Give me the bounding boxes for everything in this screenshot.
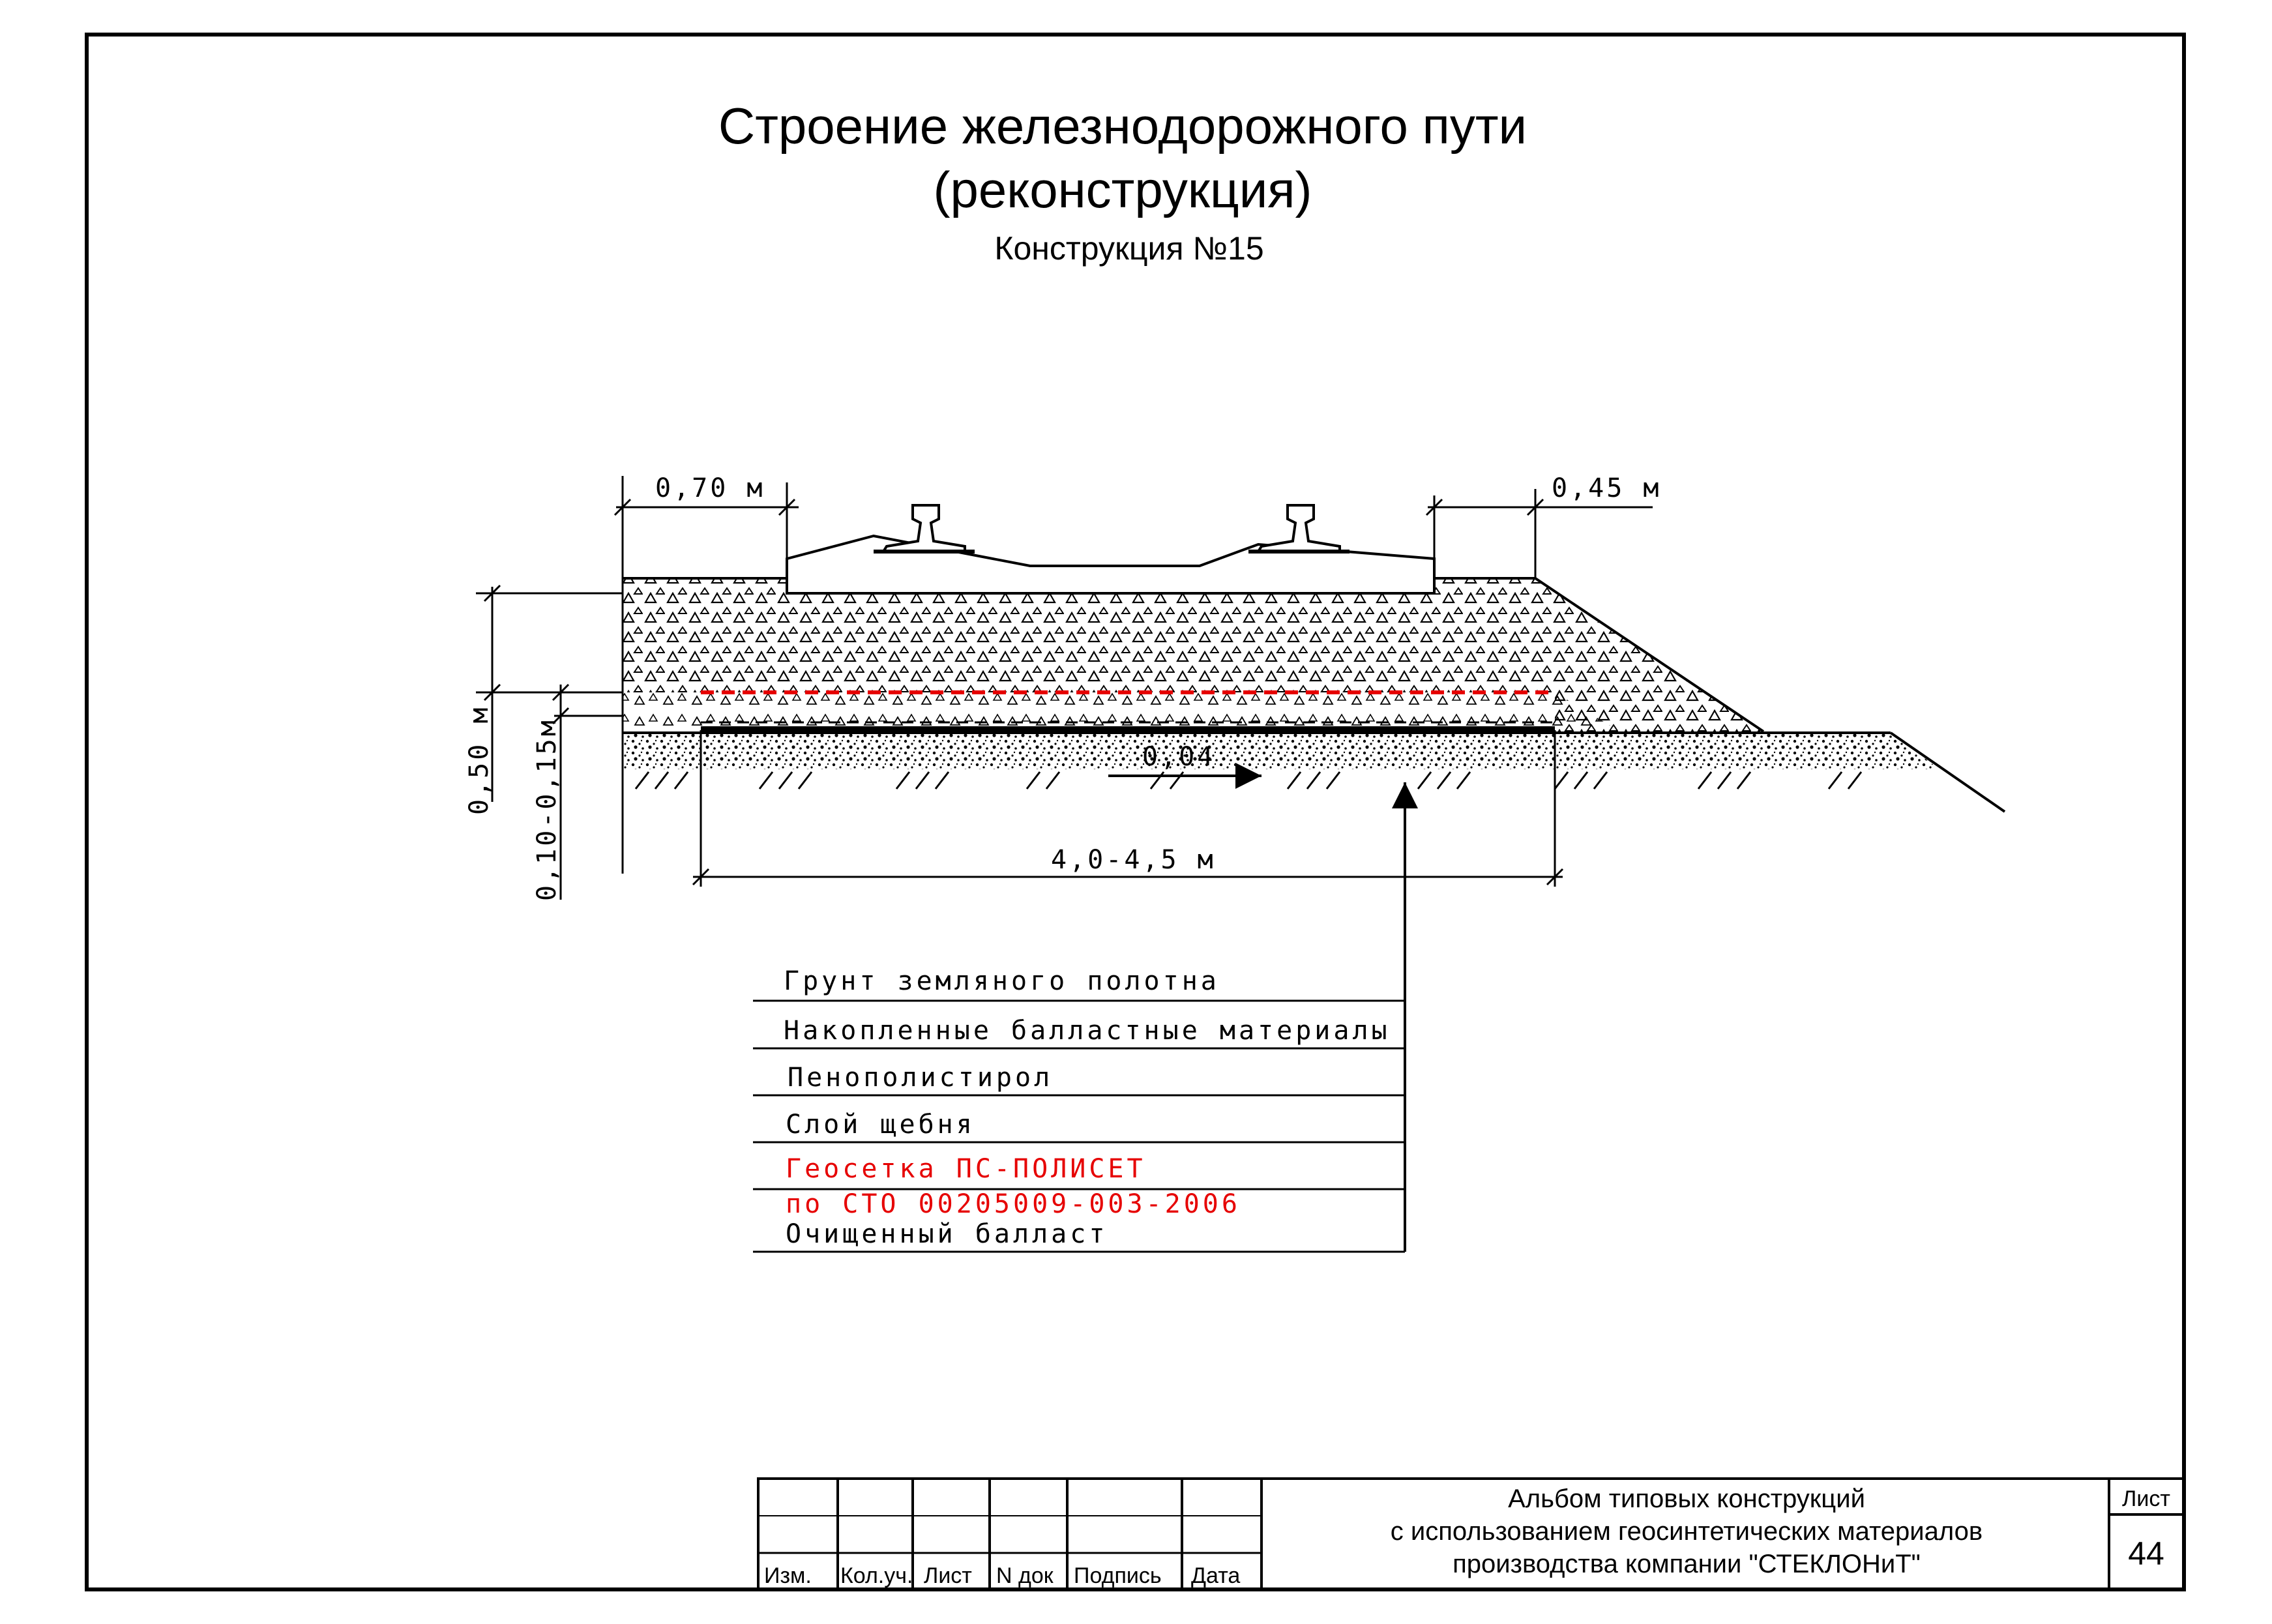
tb-col-change: Изм. <box>764 1563 812 1588</box>
tb-col-date: Дата <box>1191 1563 1240 1588</box>
tb-col-signature: Подпись <box>1074 1563 1162 1588</box>
legend-accumulated-ballast: Накопленные балластные материалы <box>784 1016 1391 1046</box>
tb-col-quantity: Кол.уч. <box>840 1563 913 1588</box>
legend-crushed-stone: Слой щебня <box>786 1110 975 1140</box>
legend-geogrid: Геосетка ПС-ПОЛИСЕТ <box>786 1154 1146 1184</box>
album-title-line1: Альбом типовых конструкций <box>1508 1484 1865 1513</box>
drawing-title: Строение железнодорожного пути <box>718 97 1527 155</box>
legend-polystyrene: Пенополистирол <box>788 1063 1053 1093</box>
sheet-label: Лист <box>2122 1486 2170 1511</box>
sleeper <box>786 534 1436 595</box>
construction-number: Конструкция №15 <box>994 230 1263 267</box>
sheet-number: 44 <box>2128 1535 2164 1572</box>
dim-right-shoulder: 0,45 м <box>1552 473 1662 503</box>
dim-width: 4,0-4,5 м <box>1051 845 1216 875</box>
rail-right <box>1256 504 1341 553</box>
album-title-line3: производства компании "СТЕКЛОНиТ" <box>1453 1550 1921 1578</box>
legend-subgrade-soil: Грунт земляного полотна <box>784 966 1220 996</box>
title-block: Изм. Кол.уч. Лист N док Подпись Дата Аль… <box>757 1477 2185 1591</box>
sheet-frame <box>85 33 2186 1591</box>
dim-height-layer: 0,10-0,15м <box>532 718 562 901</box>
ground-hatching <box>634 771 1863 790</box>
tb-col-sheet: Лист <box>924 1563 972 1588</box>
tb-col-doc-number: N док <box>996 1563 1054 1588</box>
dim-left-shoulder: 0,70 м <box>655 473 765 503</box>
dim-slope: 0,04 <box>1142 742 1215 772</box>
album-title-line2: с использованием геосинтетических матери… <box>1391 1517 1983 1546</box>
drawing-title-subtitle: (реконструкция) <box>933 161 1312 218</box>
legend-cleaned-ballast: Очищенный балласт <box>786 1219 1108 1249</box>
subgrade-soil-layer <box>623 733 1940 769</box>
legend-geogrid-standard: по СТО 00205009-003-2006 <box>786 1189 1241 1219</box>
rail-left <box>881 504 966 553</box>
dim-height-total: 0,50 м <box>464 705 494 816</box>
dimension-lines <box>476 476 1653 1252</box>
layer-legend: Грунт земляного полотна Накопленные балл… <box>753 966 1405 1253</box>
track-cross-section <box>621 504 2006 813</box>
